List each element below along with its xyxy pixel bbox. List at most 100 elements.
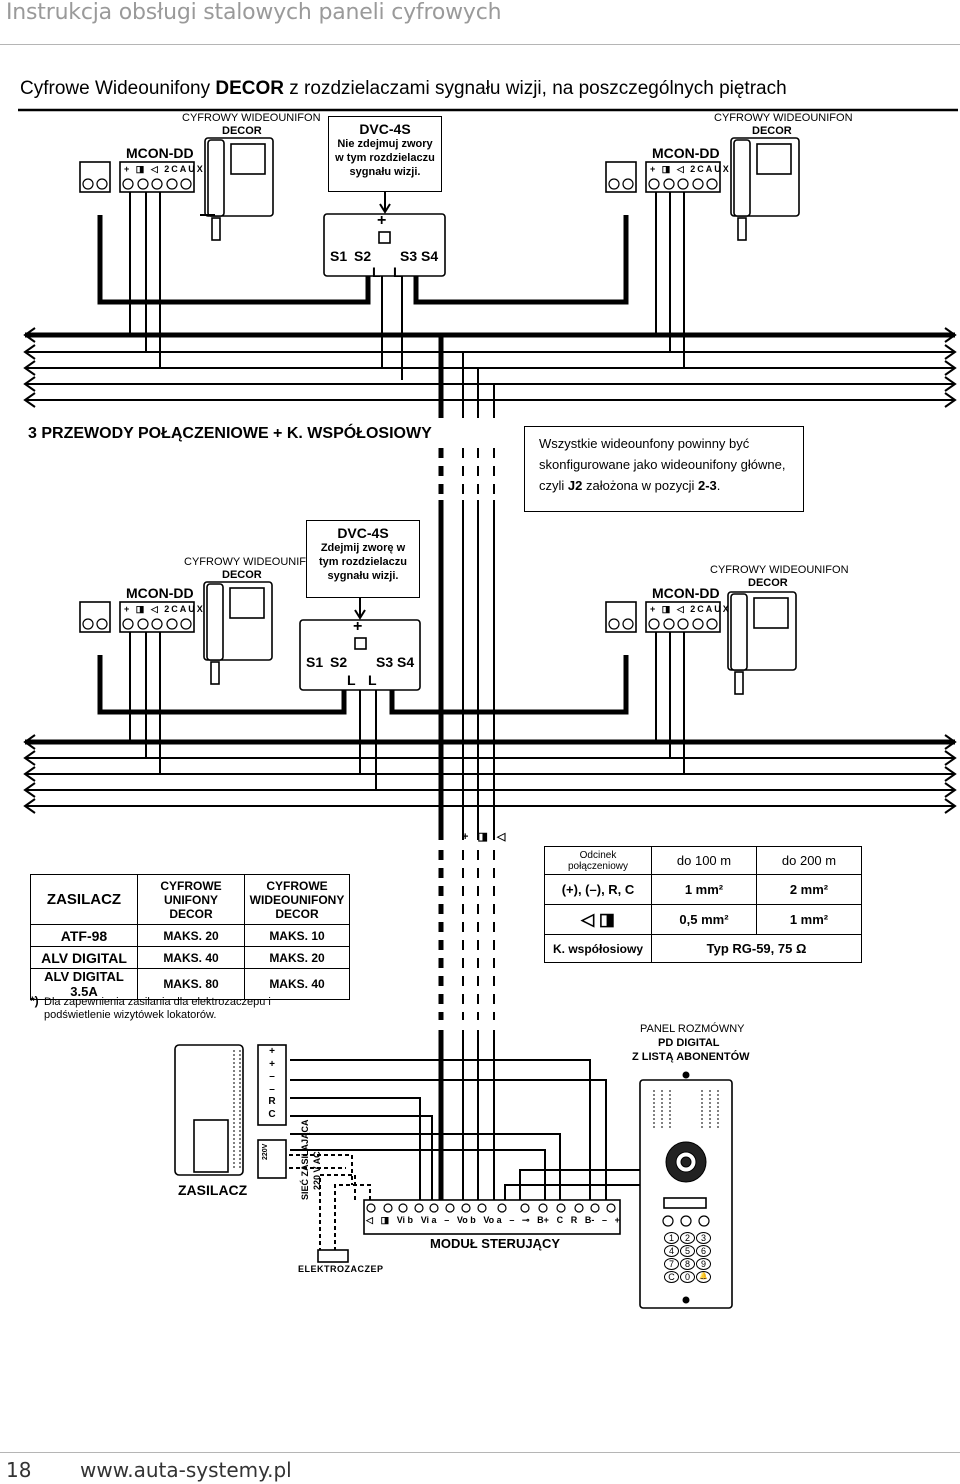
note-line-1: Wszystkie wideounfony powinny być — [539, 436, 750, 451]
terminal-labels-lr: + ◨ ◁ 2CAUX — [650, 604, 731, 614]
splitter-s4-bottom: S4 — [397, 654, 415, 670]
key-7[interactable]: 7 — [664, 1258, 679, 1270]
footnote-line-1: Dla zapewnienia zasilania dla elektrozac… — [44, 996, 271, 1008]
mcon-label-lower-right: MCON-DD — [652, 585, 720, 601]
diagram-subtitle: Cyfrowe Wideounifony DECOR z rozdzielacz… — [20, 78, 787, 100]
ctable-r0-c2: 2 mm² — [756, 874, 862, 905]
terminal-labels-ll: + ◨ ◁ 2CAUX — [124, 604, 205, 614]
ctable-header-1: do 100 m — [651, 846, 757, 875]
ptable-header-2: CYFROWE WIDEOUNIFONY DECOR — [244, 874, 350, 925]
monitor-model-lower-left: DECOR — [222, 569, 262, 581]
monitor-label-upper-right: CYFROWY WIDEOUNIFON — [714, 112, 853, 124]
key-6[interactable]: 6 — [696, 1245, 711, 1257]
footer-divider — [0, 1452, 960, 1453]
note-line-3: czyli J2 założona w pozycji 2-3. — [539, 478, 721, 493]
ptable-header-0: ZASILACZ — [30, 874, 138, 925]
ctable-r1-c1: 0,5 mm² — [651, 904, 757, 935]
splitter-plus-bottom: + — [353, 618, 363, 635]
ptable-r1-c0: ALV DIGITAL — [30, 946, 138, 969]
key-5[interactable]: 5 — [680, 1245, 695, 1257]
note-line-2: skonfigurowane jako wideounifony główne, — [539, 457, 786, 472]
terminal-labels-ul: + ◨ ◁ 2CAUX — [124, 164, 205, 174]
ctable-r0-c0: (+), (–), R, C — [544, 874, 652, 905]
website-link[interactable]: www.auta-systemy.pl — [80, 1458, 292, 1482]
dvc-title-bottom: DVC-4S — [337, 525, 389, 541]
dvc-note-top: DVC-4S Nie zdejmuj zwory w tym rozdziela… — [328, 116, 442, 192]
ctable-r2-c0: K. współosiowy — [544, 934, 652, 963]
mains-label-2: 220 V AC — [312, 1151, 322, 1190]
panel-label-3: Z LISTĄ ABONENTÓW — [632, 1051, 750, 1063]
splitter-plus-top: + — [377, 212, 387, 229]
ptable-r2-c0: ALV DIGITAL 3.5A — [30, 968, 138, 1000]
power-supply-label: ZASILACZ — [178, 1182, 248, 1198]
key-2[interactable]: 2 — [680, 1232, 695, 1244]
splitter-s2-bottom: S2 — [330, 654, 348, 670]
key-1[interactable]: 1 — [664, 1232, 679, 1244]
ptable-r0-c0: ATF-98 — [30, 924, 138, 947]
terminal-labels-ur: + ◨ ◁ 2CAUX — [650, 164, 731, 174]
page-number: 18 — [6, 1458, 32, 1482]
control-module-label: MODUŁ STERUJĄCY — [430, 1236, 561, 1251]
page-header-title: Instrukcja obsługi stalowych paneli cyfr… — [6, 0, 502, 25]
ptable-r2-c1: MAKS. 80 — [137, 968, 245, 1000]
mcon-label-lower-left: MCON-DD — [126, 585, 194, 601]
dvc-line2-bottom: tym rozdzielaczu — [318, 556, 408, 568]
key-9[interactable]: 9 — [696, 1258, 711, 1270]
ctable-r1-c2: 1 mm² — [756, 904, 862, 935]
dvc-line3-top: sygnału wizji. — [349, 166, 421, 178]
subtitle-part-bold: DECOR — [215, 78, 284, 99]
splitter-s1-bottom: S1 — [306, 654, 324, 670]
config-note: Wszystkie wideounfony powinny być skonfi… — [524, 426, 804, 512]
dvc-line1-bottom: Zdejmij zworę w — [320, 542, 406, 554]
splitter-l2-top: L — [393, 264, 402, 280]
ptable-r0-c2: MAKS. 10 — [244, 924, 350, 947]
subtitle-part-2: z rozdzielaczami sygnału wizji, na poszc… — [284, 78, 787, 99]
splitter-l1-bottom: L — [347, 672, 356, 688]
splitter-s4-top: S4 — [421, 248, 439, 264]
footnote-mark: *) — [30, 994, 39, 1008]
monitor-label-lower-right: CYFROWY WIDEOUNIFON — [710, 564, 849, 576]
door-strike-label: ELEKTROZACZEP — [298, 1264, 384, 1274]
dvc-title-top: DVC-4S — [359, 121, 411, 137]
panel-label-2: PD DIGITAL — [658, 1037, 720, 1049]
splitter-s1-top: S1 — [330, 248, 348, 264]
ptable-r1-c2: MAKS. 20 — [244, 946, 350, 969]
mcon-label-upper-right: MCON-DD — [652, 145, 720, 161]
bus-label: 3 PRZEWODY POŁĄCZENIOWE + K. WSPÓŁOSIOWY — [28, 425, 432, 442]
ctable-r1-c0: ◁ ◨ — [544, 904, 652, 935]
dvc-line3-bottom: sygnału wizji. — [327, 570, 399, 582]
key-c[interactable]: C — [664, 1271, 679, 1283]
splitter-s3-bottom: S3 — [376, 654, 394, 670]
footnote-line-2: podświetlenie wizytówek lokatorów. — [44, 1009, 217, 1021]
key-4[interactable]: 4 — [664, 1245, 679, 1257]
trunk-symbols: + ◨ ◁ — [462, 831, 509, 843]
ptable-r2-c2: MAKS. 40 — [244, 968, 350, 1000]
key-8[interactable]: 8 — [680, 1258, 695, 1270]
mcon-label-upper-left: MCON-DD — [126, 145, 194, 161]
monitor-model-upper-right: DECOR — [752, 125, 792, 137]
panel-keypad: 1 2 3 4 5 6 7 8 9 C 0 🔔 — [664, 1232, 711, 1283]
ctable-r0-c1: 1 mm² — [651, 874, 757, 905]
header-divider — [0, 44, 960, 45]
splitter-s2-top: S2 — [354, 248, 372, 264]
panel-label-1: PANEL ROZMÓWNY — [640, 1023, 745, 1035]
splitter-s3-top: S3 — [400, 248, 418, 264]
monitor-label-lower-left: CYFROWY WIDEOUNIFON — [184, 556, 323, 568]
ptable-header-1: CYFROWE UNIFONY DECOR — [137, 874, 245, 925]
monitor-label-upper-left: CYFROWY WIDEOUNIFON — [182, 112, 321, 124]
key-0[interactable]: 0 — [680, 1271, 695, 1283]
mains-label-1: SIEĆ ZASILAJĄCA — [300, 1119, 310, 1200]
ptable-r0-c1: MAKS. 20 — [137, 924, 245, 947]
dvc-note-bottom: DVC-4S Zdejmij zworę w tym rozdzielaczu … — [306, 520, 420, 598]
key-3[interactable]: 3 — [696, 1232, 711, 1244]
wiring-diagram — [18, 108, 958, 1309]
bell-icon[interactable]: 🔔 — [696, 1271, 711, 1283]
splitter-l2-bottom: L — [368, 672, 377, 688]
ctable-header-2: do 200 m — [756, 846, 862, 875]
monitor-model-upper-left: DECOR — [222, 125, 262, 137]
monitor-model-lower-right: DECOR — [748, 577, 788, 589]
